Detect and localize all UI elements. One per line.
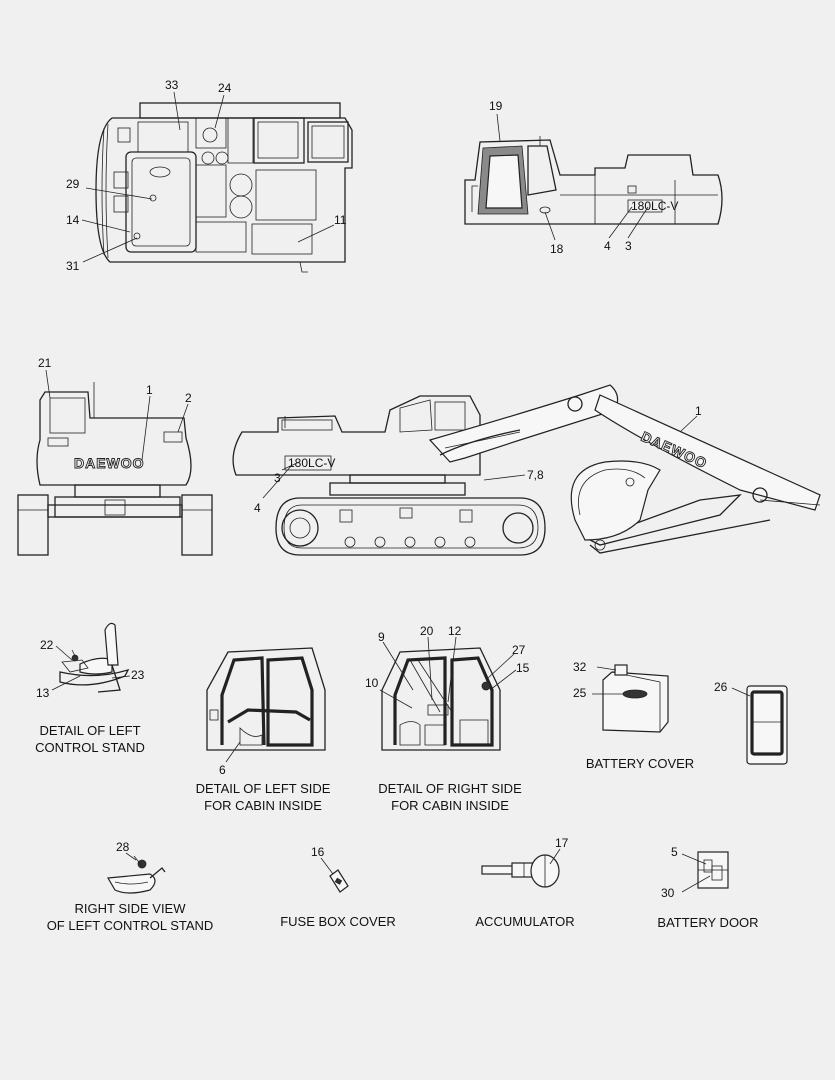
right-side-view-left-stand [107,855,166,894]
caption-right-side-cabin: DETAIL OF RIGHT SIDE FOR CABIN INSIDE [378,781,522,813]
battery-cover-detail [602,664,788,765]
accumulator-detail [481,854,560,888]
callout-14: 14 [66,213,80,227]
callout-2: 2 [185,391,192,405]
caption-battery-cover: BATTERY COVER [585,756,695,771]
callout-5: 5 [671,845,678,859]
callout-18: 18 [550,242,564,256]
right-side-cabin-detail [381,647,501,751]
svg-text:180LC-V: 180LC-V [631,199,678,213]
leader-lines [45,91,751,893]
top-view-upper-structure [95,102,353,273]
callout-33: 33 [165,78,179,92]
callout-7-8: 7,8 [527,468,544,482]
callout-19: 19 [489,99,503,113]
rear-view-machine: DAEWOO [17,382,213,556]
callout-28: 28 [116,840,130,854]
caption-battery-door: BATTERY DOOR [657,915,759,930]
callout-25: 25 [573,686,587,700]
callout-1-rear: 1 [146,383,153,397]
callout-20: 20 [420,624,434,638]
callout-1-boom: 1 [695,404,702,418]
left-control-stand-detail [59,622,130,693]
callout-13: 13 [36,686,50,700]
left-side-cabin-detail [206,647,326,751]
callout-3-upper: 3 [625,239,632,253]
caption-accumulator: ACCUMULATOR [475,914,575,929]
callout-32: 32 [573,660,587,674]
callout-22: 22 [40,638,54,652]
side-view-full-machine: 180LC-V DAEWOO [232,384,821,556]
svg-text:180LC-V: 180LC-V [288,456,335,470]
side-view-upper-structure: 180LC-V [464,136,723,225]
callout-4-side: 4 [254,501,261,515]
callout-4-upper: 4 [604,239,611,253]
callout-3-side: 3 [274,471,281,485]
callout-17: 17 [555,836,569,850]
caption-left-side-cabin: DETAIL OF LEFT SIDE FOR CABIN INSIDE [195,781,331,813]
caption-left-control-stand: DETAIL OF LEFT CONTROL STAND [35,723,145,755]
caption-fuse-box-cover: FUSE BOX COVER [280,914,396,929]
callout-6: 6 [219,763,226,777]
battery-door-detail [697,851,729,889]
callout-21: 21 [38,356,52,370]
callout-29: 29 [66,177,80,191]
callout-12: 12 [448,624,462,638]
callout-11: 11 [334,213,347,227]
callout-numbers: 33 24 29 14 31 11 19 18 4 3 21 1 2 1 4 3… [36,78,728,900]
callout-30: 30 [661,886,675,900]
callout-31: 31 [66,259,80,273]
callout-26: 26 [714,680,728,694]
caption-right-side-view: RIGHT SIDE VIEW OF LEFT CONTROL STAND [46,901,214,933]
callout-9: 9 [378,630,385,644]
callout-23: 23 [131,668,145,682]
callout-16: 16 [311,845,325,859]
daewoo-logo-rear: DAEWOO [74,455,145,471]
callout-10: 10 [365,676,379,690]
callout-15: 15 [516,661,530,675]
callout-24: 24 [218,81,232,95]
callout-27: 27 [512,643,526,657]
fuse-box-cover-detail [329,869,349,893]
